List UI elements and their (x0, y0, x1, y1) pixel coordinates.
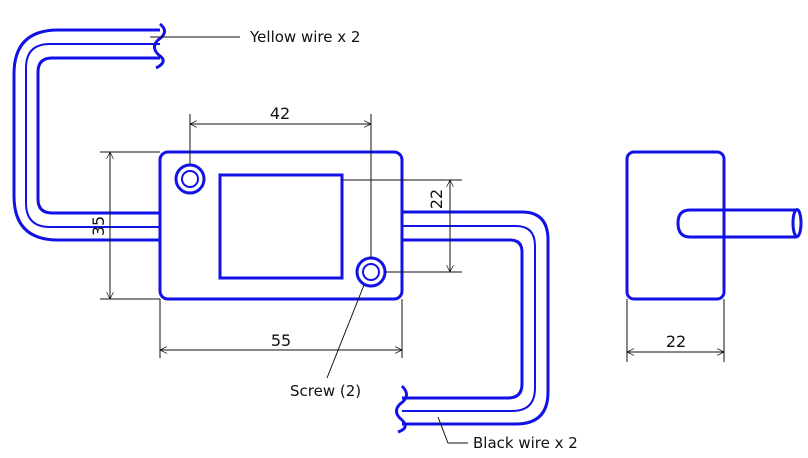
connector-window (218, 173, 344, 280)
dim-window-height: 22 (427, 189, 446, 209)
yellow-wire-label: Yellow wire x 2 (249, 28, 360, 46)
yellow-wire-break (153, 22, 166, 70)
dim-screw-spacing: 42 (270, 104, 290, 123)
screw-label: Screw (2) (290, 382, 361, 400)
screw-top-left (174, 163, 206, 195)
black-wire-label: Black wire x 2 (473, 434, 578, 452)
leader-lines (150, 36, 468, 444)
dim-side-depth: 22 (666, 332, 686, 351)
dimension-lines (100, 114, 724, 362)
yellow-wire-cable (12, 28, 160, 242)
dim-body-height: 35 (89, 216, 108, 236)
dim-body-width: 55 (271, 331, 291, 350)
side-view-body (625, 150, 726, 301)
black-wire-cable (402, 210, 550, 426)
black-wire-break (395, 384, 408, 434)
side-view-cable (676, 208, 803, 239)
